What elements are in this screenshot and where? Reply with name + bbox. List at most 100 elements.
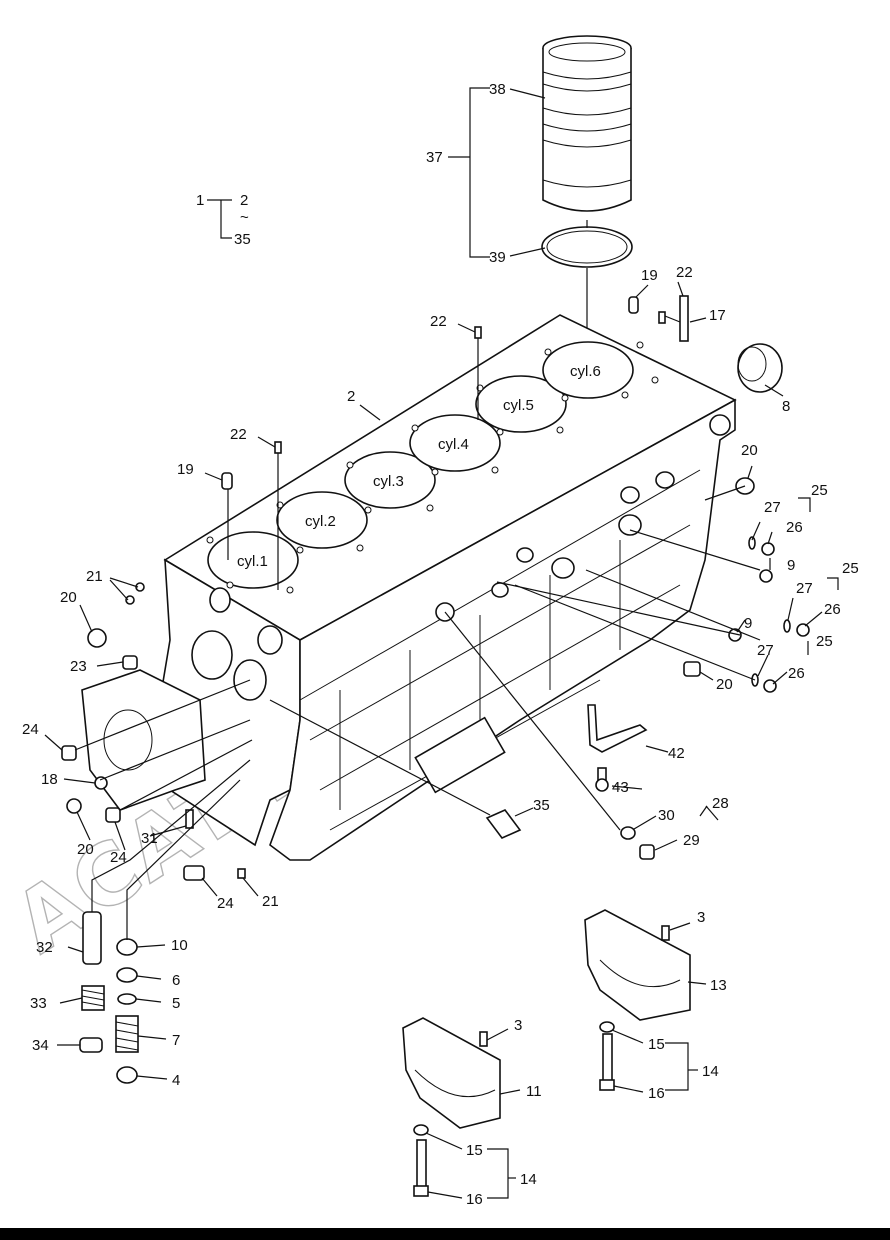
- callout-4: 4: [172, 1072, 180, 1089]
- callout-19: 19: [641, 267, 658, 284]
- callout-16: 16: [648, 1085, 665, 1102]
- bottom-border-bar: [0, 1228, 890, 1240]
- plug-18: [94, 776, 108, 790]
- callout-24: 24: [110, 849, 127, 866]
- callout-28: 28: [712, 795, 729, 812]
- callout-19: 19: [177, 461, 194, 478]
- callout-23: 23: [70, 658, 87, 675]
- engine-block: [159, 314, 737, 861]
- callout-31: 31: [141, 830, 158, 847]
- callout-7: 7: [172, 1032, 180, 1049]
- callout-6: 6: [172, 972, 180, 989]
- callout-3: 3: [514, 1017, 522, 1034]
- callout-25: 25: [816, 633, 833, 650]
- callout-35: 35: [533, 797, 550, 814]
- plugs-21: [125, 582, 145, 605]
- washer-6: [116, 967, 138, 983]
- callout-3: 3: [697, 909, 705, 926]
- callout-22: 22: [430, 313, 447, 330]
- callout-27: 27: [796, 580, 813, 597]
- bolt-16-right: [599, 1033, 615, 1091]
- ring-30: [620, 826, 636, 840]
- callout-43: 43: [612, 779, 629, 796]
- plug-20-left: [87, 628, 107, 648]
- washer-15-right: [599, 1021, 615, 1033]
- sleeve-24-bottom: [183, 865, 205, 881]
- callout-9: 9: [787, 557, 795, 574]
- callout-24: 24: [217, 895, 234, 912]
- sleeve-24-lower: [105, 807, 121, 823]
- bushing-8: [737, 343, 783, 393]
- assembly-number: 1: [196, 192, 204, 209]
- callout-9: 9: [744, 615, 752, 632]
- dowel-22-left: [274, 441, 282, 454]
- cylinder-labels: cyl.1 cyl.2 cyl.3 cyl.4 cyl.5 cyl.6: [237, 363, 601, 570]
- dowel-22-right: [658, 311, 666, 324]
- callout-26: 26: [786, 519, 803, 536]
- callout-5: 5: [172, 995, 180, 1012]
- plunger-32: [82, 911, 102, 965]
- assembly-bracket-labels: 1 2 ~ 35: [196, 192, 251, 248]
- callout-38: 38: [489, 81, 506, 98]
- nozzle-35: [485, 809, 522, 839]
- callout-25: 25: [842, 560, 859, 577]
- callout-32: 32: [36, 939, 53, 956]
- washer-4: [116, 1066, 138, 1084]
- plug-23: [122, 655, 138, 670]
- plugs-26-set: [728, 542, 810, 693]
- cylinder-label: cyl.4: [438, 436, 469, 453]
- callout-20: 20: [77, 841, 94, 858]
- callout-26: 26: [788, 665, 805, 682]
- plug-20-mid: [683, 661, 701, 677]
- bolt-16-left: [413, 1139, 429, 1197]
- callout-42: 42: [668, 745, 685, 762]
- assembly-range-to: 35: [234, 231, 251, 248]
- callout-21: 21: [86, 568, 103, 585]
- callout-17: 17: [709, 307, 726, 324]
- spring-7: [115, 1015, 139, 1053]
- cylinder-liner: [542, 35, 632, 212]
- screw-43: [595, 767, 609, 792]
- callout-27: 27: [757, 642, 774, 659]
- cylinder-label: cyl.6: [570, 363, 601, 380]
- callout-24: 24: [22, 721, 39, 738]
- dowel-22-mid: [474, 326, 482, 339]
- callout-26: 26: [824, 601, 841, 618]
- callout-39: 39: [489, 249, 506, 266]
- callout-22: 22: [676, 264, 693, 281]
- callout-37: 37: [426, 149, 443, 166]
- callout-20: 20: [716, 676, 733, 693]
- plug-29: [639, 844, 655, 860]
- callout-8: 8: [782, 398, 790, 415]
- callout-30: 30: [658, 807, 675, 824]
- callout-10: 10: [171, 937, 188, 954]
- callout-15: 15: [648, 1036, 665, 1053]
- part-callouts: 38 37 39 19 22 17 22 8 2 22 19 20 25 27 …: [22, 81, 859, 1208]
- dowel-3-left: [479, 1031, 488, 1047]
- dowel-pin-19-top: [628, 296, 639, 314]
- stud-17: [679, 295, 689, 342]
- callout-18: 18: [41, 771, 58, 788]
- washer-15-left: [413, 1124, 429, 1136]
- callout-25: 25: [811, 482, 828, 499]
- callout-29: 29: [683, 832, 700, 849]
- assembly-range-tilde: ~: [240, 209, 249, 226]
- callout-27: 27: [764, 499, 781, 516]
- leader-lines: [44, 87, 839, 1199]
- bearing-cap-11: [402, 1017, 501, 1129]
- cylinder-label: cyl.1: [237, 553, 268, 570]
- callout-16: 16: [466, 1191, 483, 1208]
- plug-20-lower: [66, 798, 82, 814]
- liner-seal-ring: [541, 226, 633, 268]
- callout-14: 14: [520, 1171, 537, 1188]
- dowel-pin-19-left: [221, 472, 233, 490]
- callout-2: 2: [347, 388, 355, 405]
- bracket-42: [587, 704, 648, 753]
- cylinder-label: cyl.2: [305, 513, 336, 530]
- dowel-3-right: [661, 925, 670, 941]
- callout-20: 20: [741, 442, 758, 459]
- spring-33: [81, 985, 105, 1011]
- callout-14: 14: [702, 1063, 719, 1080]
- plug-21-bottom: [237, 868, 246, 879]
